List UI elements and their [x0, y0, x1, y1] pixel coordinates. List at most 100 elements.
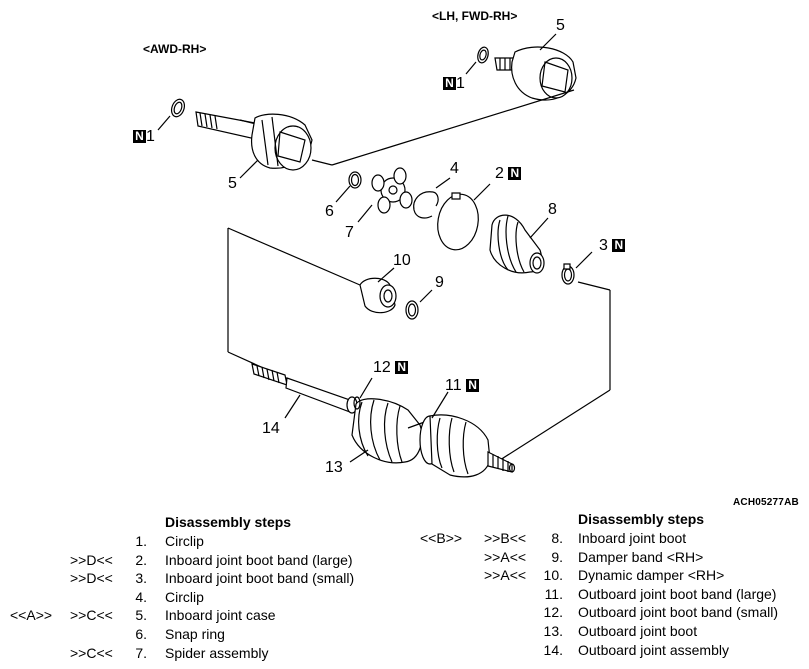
new-part-badge: N — [395, 361, 409, 375]
dynamic-damper-part-10 — [360, 268, 396, 313]
callout-5-lh: 5 — [556, 17, 565, 34]
step-name: Outboard joint boot band (large) — [578, 585, 777, 602]
new-part-badge: N — [443, 77, 456, 91]
step-ref-secondary: >>C<< — [70, 644, 113, 661]
step-ref-secondary: >>D<< — [70, 570, 113, 587]
step-row: <<A>> >>C<< 5. Inboard joint case — [0, 606, 400, 624]
new-part-badge: N — [466, 379, 480, 393]
step-number: 7. — [135, 644, 147, 661]
callout-number: 1 — [146, 128, 155, 145]
step-number: 10. — [543, 567, 563, 584]
callout-4: 4 — [450, 160, 459, 177]
callout-3: 3 N — [599, 237, 626, 254]
callout-13: 13 — [325, 459, 343, 476]
circlip-part-1-awd — [158, 97, 187, 130]
step-row: >>A<< 10. Dynamic damper <RH> — [0, 566, 809, 584]
step-ref-secondary: >>C<< — [70, 607, 113, 624]
callout-9: 9 — [435, 274, 444, 291]
step-name: Damper band <RH> — [578, 548, 704, 565]
step-number: 11. — [544, 585, 563, 602]
step-number: 3. — [135, 570, 147, 587]
step-ref-primary: <<B>> — [420, 530, 463, 546]
step-name: Circlip — [165, 533, 204, 549]
step-name: Spider assembly — [165, 644, 269, 661]
circlip-part-1-lh — [466, 46, 490, 74]
step-name: Snap ring — [165, 626, 225, 642]
damper-band-part-9 — [406, 290, 432, 319]
outboard-joint-housing — [420, 392, 515, 477]
step-ref-secondary: >>B<< — [484, 530, 527, 546]
step-number: 6. — [135, 626, 147, 642]
new-part-badge: N — [133, 130, 146, 144]
variant-label-lh-fwd-rh: <LH, FWD-RH> — [432, 9, 518, 23]
new-part-badge: N — [612, 239, 626, 253]
inboard-joint-case-awd — [196, 112, 312, 178]
step-number: 5. — [135, 607, 147, 624]
snap-ring-part-6 — [336, 172, 361, 202]
step-row: >>C<< 7. Spider assembly — [0, 644, 400, 662]
step-ref-secondary: >>A<< — [484, 548, 527, 565]
boot-band-small-part-3 — [562, 252, 592, 284]
step-name: Inboard joint case — [165, 607, 276, 624]
callout-number: 12 — [373, 359, 391, 376]
inboard-joint-boot-part-8 — [490, 215, 548, 273]
callout-10: 10 — [393, 252, 411, 269]
step-number: 13. — [543, 623, 563, 639]
boot-band-small-part-12 — [354, 378, 372, 409]
step-name: Dynamic damper <RH> — [578, 567, 725, 584]
step-name: Inboard joint boot — [578, 530, 687, 546]
callout-8: 8 — [548, 201, 557, 218]
callout-11: 11 N — [445, 377, 480, 394]
step-number: 8. — [551, 530, 563, 546]
callout-5-awd: 5 — [228, 175, 237, 192]
callout-7: 7 — [345, 224, 354, 241]
variant-label-awd-rh: <AWD-RH> — [143, 42, 207, 56]
step-row: >>D<< 3. Inboard joint boot band (small) — [0, 569, 400, 587]
step-name: Inboard joint boot band (large) — [165, 551, 353, 568]
circlip-part-4 — [414, 178, 450, 218]
step-row: >>D<< 2. Inboard joint boot band (large) — [0, 551, 400, 569]
callout-14: 14 — [262, 420, 280, 437]
step-name: Outboard joint assembly — [578, 641, 729, 658]
step-row: 13. Outboard joint boot — [0, 622, 809, 640]
step-number: 14. — [543, 641, 563, 658]
new-part-badge: N — [508, 167, 522, 181]
step-number: 1. — [135, 533, 147, 549]
step-row: 14. Outboard joint assembly — [0, 641, 809, 659]
step-ref-secondary: >>A<< — [484, 567, 527, 584]
step-row: >>A<< 9. Damper band <RH> — [0, 548, 809, 566]
step-row: 1. Circlip — [0, 532, 400, 550]
outboard-joint-boot-part-13 — [347, 397, 430, 463]
step-number: 9. — [551, 548, 563, 565]
step-ref-primary: <<A>> — [10, 607, 53, 624]
callout-number: 11 — [445, 377, 462, 394]
callout-number: 2 — [495, 165, 504, 182]
steps-heading-right: Disassembly steps — [578, 511, 705, 527]
step-row: 6. Snap ring — [0, 625, 400, 643]
boot-band-large-part-2 — [433, 184, 490, 253]
step-row: <<B>> >>B<< 8. Inboard joint boot — [0, 529, 809, 547]
step-number: 12. — [543, 604, 563, 621]
step-row: 11. Outboard joint boot band (large) — [0, 585, 809, 603]
step-name: Outboard joint boot — [578, 623, 698, 639]
step-name: Inboard joint boot band (small) — [165, 570, 355, 587]
step-number: 4. — [135, 588, 147, 605]
step-row: 12. Outboard joint boot band (small) — [0, 603, 809, 621]
step-name: Circlip — [165, 588, 204, 605]
outboard-joint-assembly-part-14 — [252, 364, 350, 418]
figure-code: ACH05277AB — [733, 497, 799, 508]
callout-6: 6 — [325, 203, 334, 220]
spider-assembly-part-7 — [358, 168, 412, 222]
steps-heading-left: Disassembly steps — [165, 514, 292, 530]
callout-2: 2 N — [495, 165, 522, 182]
callout-12: 12 N — [373, 359, 409, 376]
step-number: 2. — [135, 551, 147, 568]
step-name: Outboard joint boot band (small) — [578, 604, 778, 621]
step-row: 4. Circlip — [0, 588, 400, 606]
step-ref-secondary: >>D<< — [70, 551, 113, 568]
callout-number: 3 — [599, 237, 608, 254]
callout-number: 1 — [456, 75, 465, 92]
